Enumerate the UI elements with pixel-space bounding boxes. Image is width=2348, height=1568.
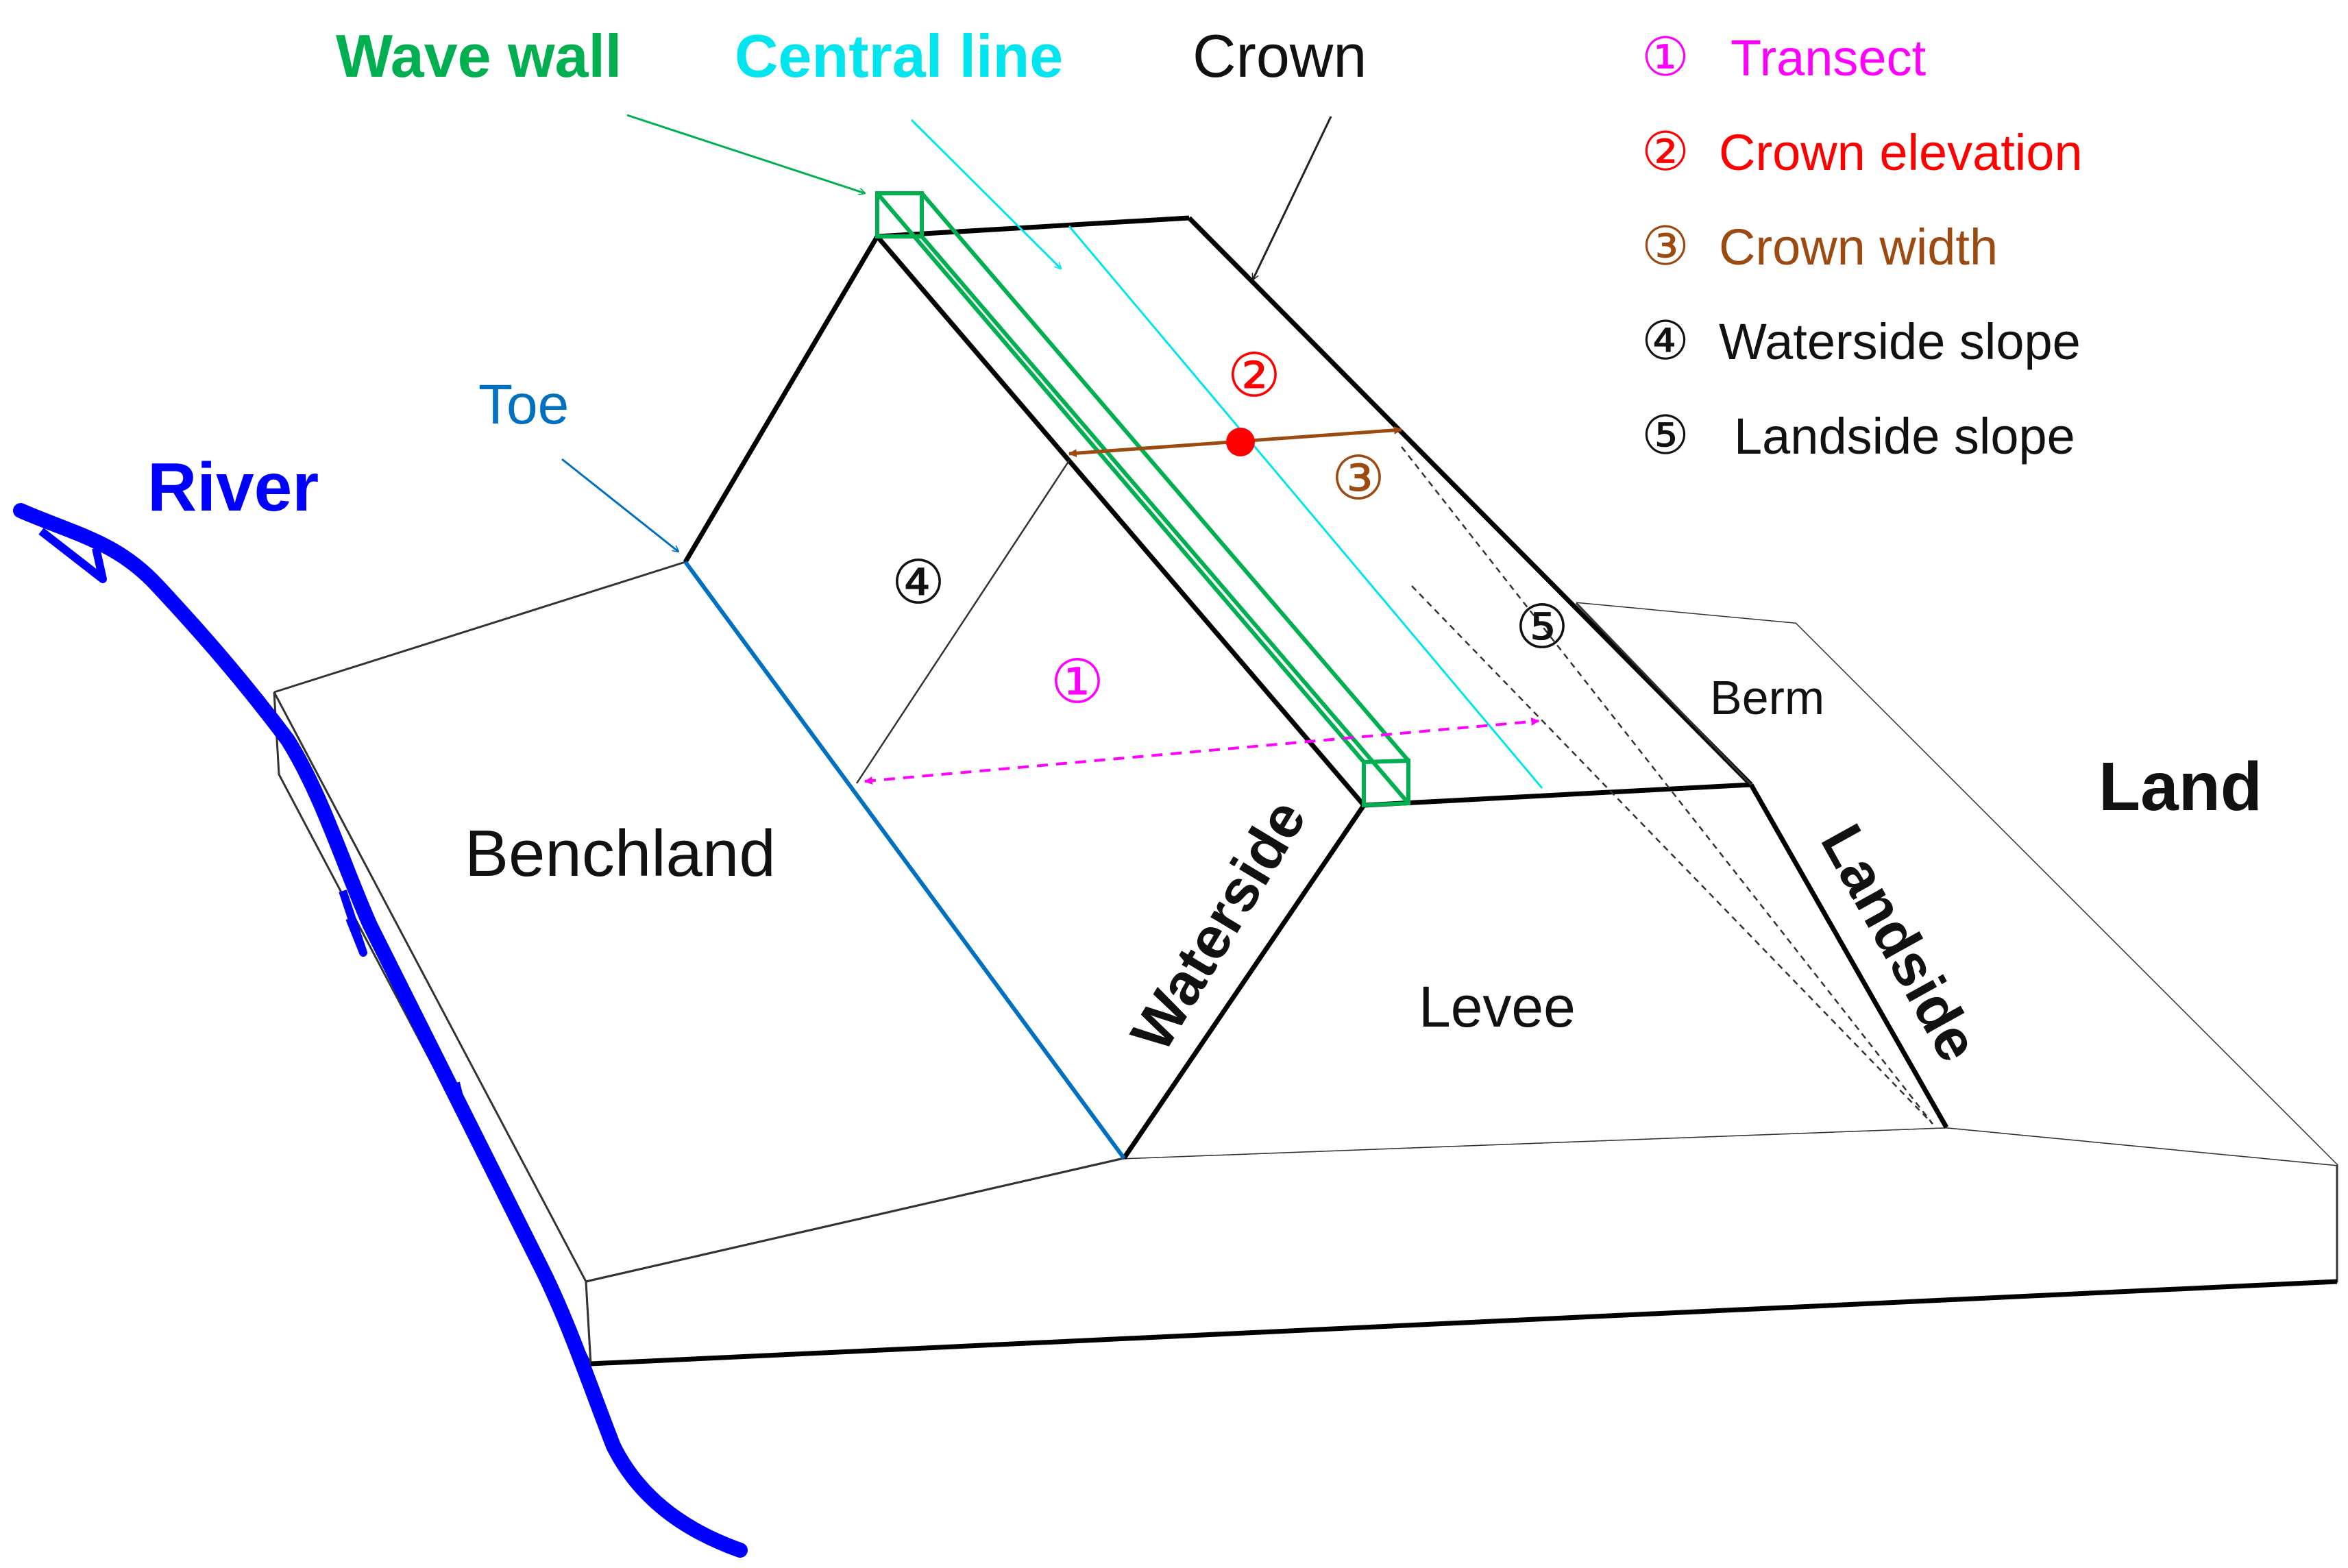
wave-wall-leader: [626, 114, 865, 193]
legend-num-3: ③: [1641, 216, 1689, 276]
river-bank-jag-4: [524, 1232, 552, 1293]
river-bank-jag-3: [441, 1067, 470, 1128]
legend-item-landside-slope: ⑤ Landside slope: [1641, 405, 2075, 465]
legend: ① Transect ② Crown elevation ③ Crown wid…: [1641, 27, 2083, 465]
central-line-label: Central line: [735, 22, 1063, 90]
crown-label: Crown: [1193, 22, 1367, 90]
waterside-slope-marker: ④: [892, 548, 946, 616]
landside-slope-marker: ⑤: [1515, 593, 1569, 661]
crown-landside-edge: [1187, 216, 1753, 787]
transect-marker: ①: [1051, 648, 1105, 715]
waterside-slope-face: [685, 236, 1364, 1158]
crown-elevation-marker: ②: [1227, 341, 1282, 409]
crown-width-marker: ③: [1332, 444, 1386, 512]
central-line-leader: [910, 119, 1061, 269]
crown-back-edge: [877, 215, 1190, 239]
legend-num-4: ④: [1641, 310, 1689, 371]
wave-wall: [875, 191, 1410, 808]
benchland-back-edge: [273, 561, 686, 694]
levee-body: [683, 215, 2337, 1165]
legend-text-2: Crown elevation: [1719, 124, 2083, 181]
river-bank-jag-2: [339, 890, 367, 957]
legend-num-1: ①: [1641, 27, 1689, 87]
crown-waterside-edge: [875, 234, 1366, 807]
transect-arrow: [864, 717, 1540, 785]
central-line: [1068, 225, 1543, 789]
berm-surface: [1576, 603, 2337, 1165]
crown-elevation-point: [1226, 428, 1255, 456]
river-bank-line: [13, 503, 748, 1558]
river-label: River: [147, 449, 319, 526]
crown-surface: [877, 218, 1751, 805]
slab-bottom-edge: [590, 1279, 2338, 1367]
toe-label: Toe: [478, 373, 569, 436]
waterside-front-edge: [1122, 804, 1366, 1160]
legend-item-crown-elevation: ② Crown elevation: [1641, 121, 2083, 182]
legend-text-4: Waterside slope: [1719, 313, 2081, 370]
river-bank-jag-1: [38, 528, 107, 583]
legend-num-2: ②: [1641, 121, 1689, 182]
legend-item-transect: ① Transect: [1641, 27, 1927, 87]
levee-label: Levee: [1419, 975, 1576, 1039]
benchland-front-edge: [585, 1157, 1125, 1283]
toe-line: [683, 561, 1126, 1160]
waterside-back-edge: [683, 235, 880, 563]
legend-text-5: Landside slope: [1734, 408, 2075, 465]
legend-text-3: Crown width: [1719, 219, 1998, 275]
crown-leader: [1253, 116, 1332, 280]
landside-slope-line-2: [1411, 585, 1933, 1125]
landside-front-edge: [1748, 783, 1949, 1129]
berm-levee-edge: [1575, 602, 1752, 786]
wave-wall-top-right: [920, 192, 1410, 762]
landside-slope-line-1: [1401, 446, 1933, 1125]
wave-wall-label: Wave wall: [336, 22, 622, 90]
crown-front-edge: [1363, 782, 1752, 808]
legend-item-crown-width: ③ Crown width: [1641, 216, 1998, 276]
wave-wall-top-left: [875, 192, 1366, 763]
wave-wall-base-right: [920, 235, 1410, 805]
land-label: Land: [2099, 748, 2262, 825]
slab-front-face: [585, 1126, 2338, 1365]
toe-leader: [561, 458, 678, 552]
berm-label: Berm: [1710, 671, 1824, 724]
legend-text-1: Transect: [1731, 29, 1927, 86]
legend-num-5: ⑤: [1641, 405, 1689, 465]
legend-item-waterside-slope: ④ Waterside slope: [1641, 310, 2081, 371]
benchland-label: Benchland: [465, 817, 776, 890]
